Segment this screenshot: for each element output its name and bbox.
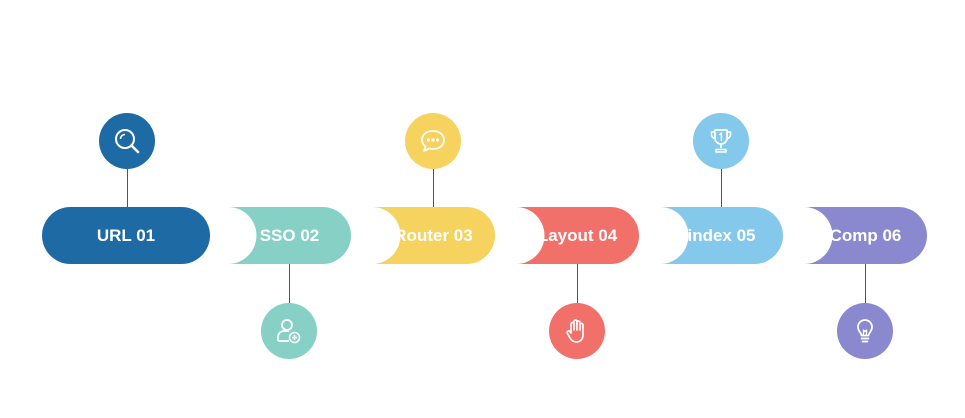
user-add-icon bbox=[277, 319, 301, 344]
step-layout-connector bbox=[577, 264, 578, 304]
step-url-label: URL 01 bbox=[96, 225, 156, 245]
step-index-shape bbox=[660, 207, 783, 264]
step-sso-connector bbox=[289, 264, 290, 304]
step-comp: Comp 06 bbox=[804, 207, 927, 264]
step-sso: SSO 02 bbox=[228, 207, 351, 264]
step-url-connector bbox=[127, 166, 128, 207]
step-layout-label: Layout 04 bbox=[537, 225, 618, 245]
step-index-connector bbox=[721, 166, 722, 207]
step-url: URL 01 bbox=[42, 207, 210, 264]
step-router: Router 03 bbox=[372, 207, 495, 264]
step-url-badge bbox=[99, 113, 155, 169]
step-sso-shape bbox=[228, 207, 351, 264]
step-layout: Layout 04 bbox=[516, 207, 639, 264]
hand-icon bbox=[566, 319, 584, 343]
step-index-label: index 05 bbox=[687, 225, 756, 245]
step-index-badge bbox=[693, 113, 749, 169]
lightbulb-icon bbox=[857, 319, 873, 343]
trophy-icon bbox=[710, 129, 732, 153]
step-index: index 05 bbox=[660, 207, 783, 264]
step-sso-badge bbox=[261, 303, 317, 359]
step-comp-label: Comp 06 bbox=[829, 225, 902, 245]
step-router-label: Router 03 bbox=[394, 225, 473, 245]
chat-icon bbox=[421, 130, 445, 152]
step-sso-label: SSO 02 bbox=[259, 225, 320, 245]
step-comp-shape bbox=[804, 207, 927, 264]
step-router-shape bbox=[372, 207, 495, 264]
step-url-shape bbox=[42, 207, 210, 264]
step-layout-badge bbox=[549, 303, 605, 359]
step-router-connector bbox=[433, 166, 434, 207]
step-comp-connector bbox=[865, 264, 866, 304]
step-router-badge bbox=[405, 113, 461, 169]
step-layout-shape bbox=[516, 207, 639, 264]
search-icon bbox=[115, 129, 140, 154]
step-comp-badge bbox=[837, 303, 893, 359]
